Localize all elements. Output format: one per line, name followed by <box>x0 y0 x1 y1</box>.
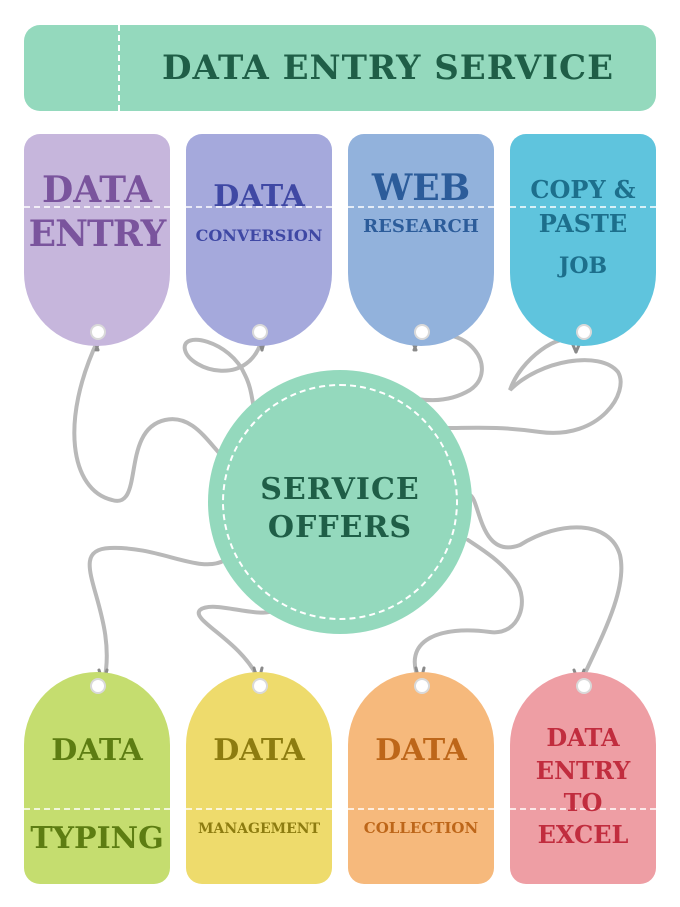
string-data-conversion <box>182 334 265 427</box>
tag-stitch-line <box>510 206 656 208</box>
tag-data-typing: DATA TYPING <box>24 672 170 884</box>
tag-stitch-line <box>186 206 332 208</box>
tag-line-1: COPY & <box>530 175 636 204</box>
tag-web-research: WEB RESEARCH <box>348 134 494 346</box>
string-data-typing <box>87 545 227 684</box>
tag-line-2: COLLECTION <box>363 819 479 837</box>
tag-line-1: DATA <box>375 733 467 768</box>
circle-stitch-ring <box>222 384 458 620</box>
tag-hole <box>90 678 106 694</box>
string-data-collection <box>412 538 524 684</box>
tag-line-2: ENTRY <box>28 213 167 255</box>
banner-stitch-line <box>118 25 120 111</box>
tag-hole <box>576 324 592 340</box>
title-banner: DATA ENTRY SERVICE <box>24 25 656 111</box>
tag-data-conversion: DATA CONVERSION <box>186 134 332 346</box>
tag-line-1: DATA <box>213 733 305 768</box>
service-offers-circle: SERVICE OFFERS <box>208 370 472 634</box>
tag-line-2: ENTRY <box>535 756 631 785</box>
banner-title: DATA ENTRY SERVICE <box>161 48 615 88</box>
tag-line-2: MANAGEMENT <box>197 821 321 837</box>
tag-line-2: TYPING <box>30 821 164 856</box>
string-data-entry <box>72 338 242 503</box>
tag-data-collection: DATA COLLECTION <box>348 672 494 884</box>
tag-line-3: JOB <box>558 253 608 279</box>
tag-copy-paste-job: COPY & PASTE JOB <box>510 134 656 346</box>
tag-line-1: WEB <box>371 167 471 209</box>
tag-stitch-line <box>186 808 332 810</box>
tag-stitch-line <box>24 808 170 810</box>
tag-line-2: CONVERSION <box>195 226 323 245</box>
tag-data-entry-to-excel: DATA ENTRY TO EXCEL <box>510 672 656 884</box>
circle-line-2: OFFERS <box>267 510 413 545</box>
tag-hole <box>90 324 106 340</box>
tag-line-1: DATA <box>42 169 152 211</box>
circle-line-1: SERVICE <box>260 472 420 507</box>
tag-hole <box>252 324 268 340</box>
tag-line-2: RESEARCH <box>363 216 479 237</box>
tag-data-management: DATA MANAGEMENT <box>186 672 332 884</box>
tag-hole <box>414 324 430 340</box>
tag-stitch-line <box>24 206 170 208</box>
tag-stitch-line <box>348 808 494 810</box>
tag-data-entry: DATA ENTRY <box>24 134 170 346</box>
tag-hole <box>252 678 268 694</box>
tag-line-4: EXCEL <box>537 820 629 849</box>
tag-line-1: DATA <box>51 733 143 768</box>
tag-stitch-line <box>510 808 656 810</box>
tag-line-1: DATA <box>546 723 620 752</box>
tag-line-2: PASTE <box>538 209 628 238</box>
string-entry-to-excel <box>468 493 624 686</box>
tag-hole <box>414 678 430 694</box>
tag-stitch-line <box>348 206 494 208</box>
tag-line-1: DATA <box>213 179 305 214</box>
tag-line-3: TO <box>563 788 603 817</box>
string-data-management <box>196 603 282 680</box>
tag-hole <box>576 678 592 694</box>
string-copy-paste <box>446 337 623 435</box>
